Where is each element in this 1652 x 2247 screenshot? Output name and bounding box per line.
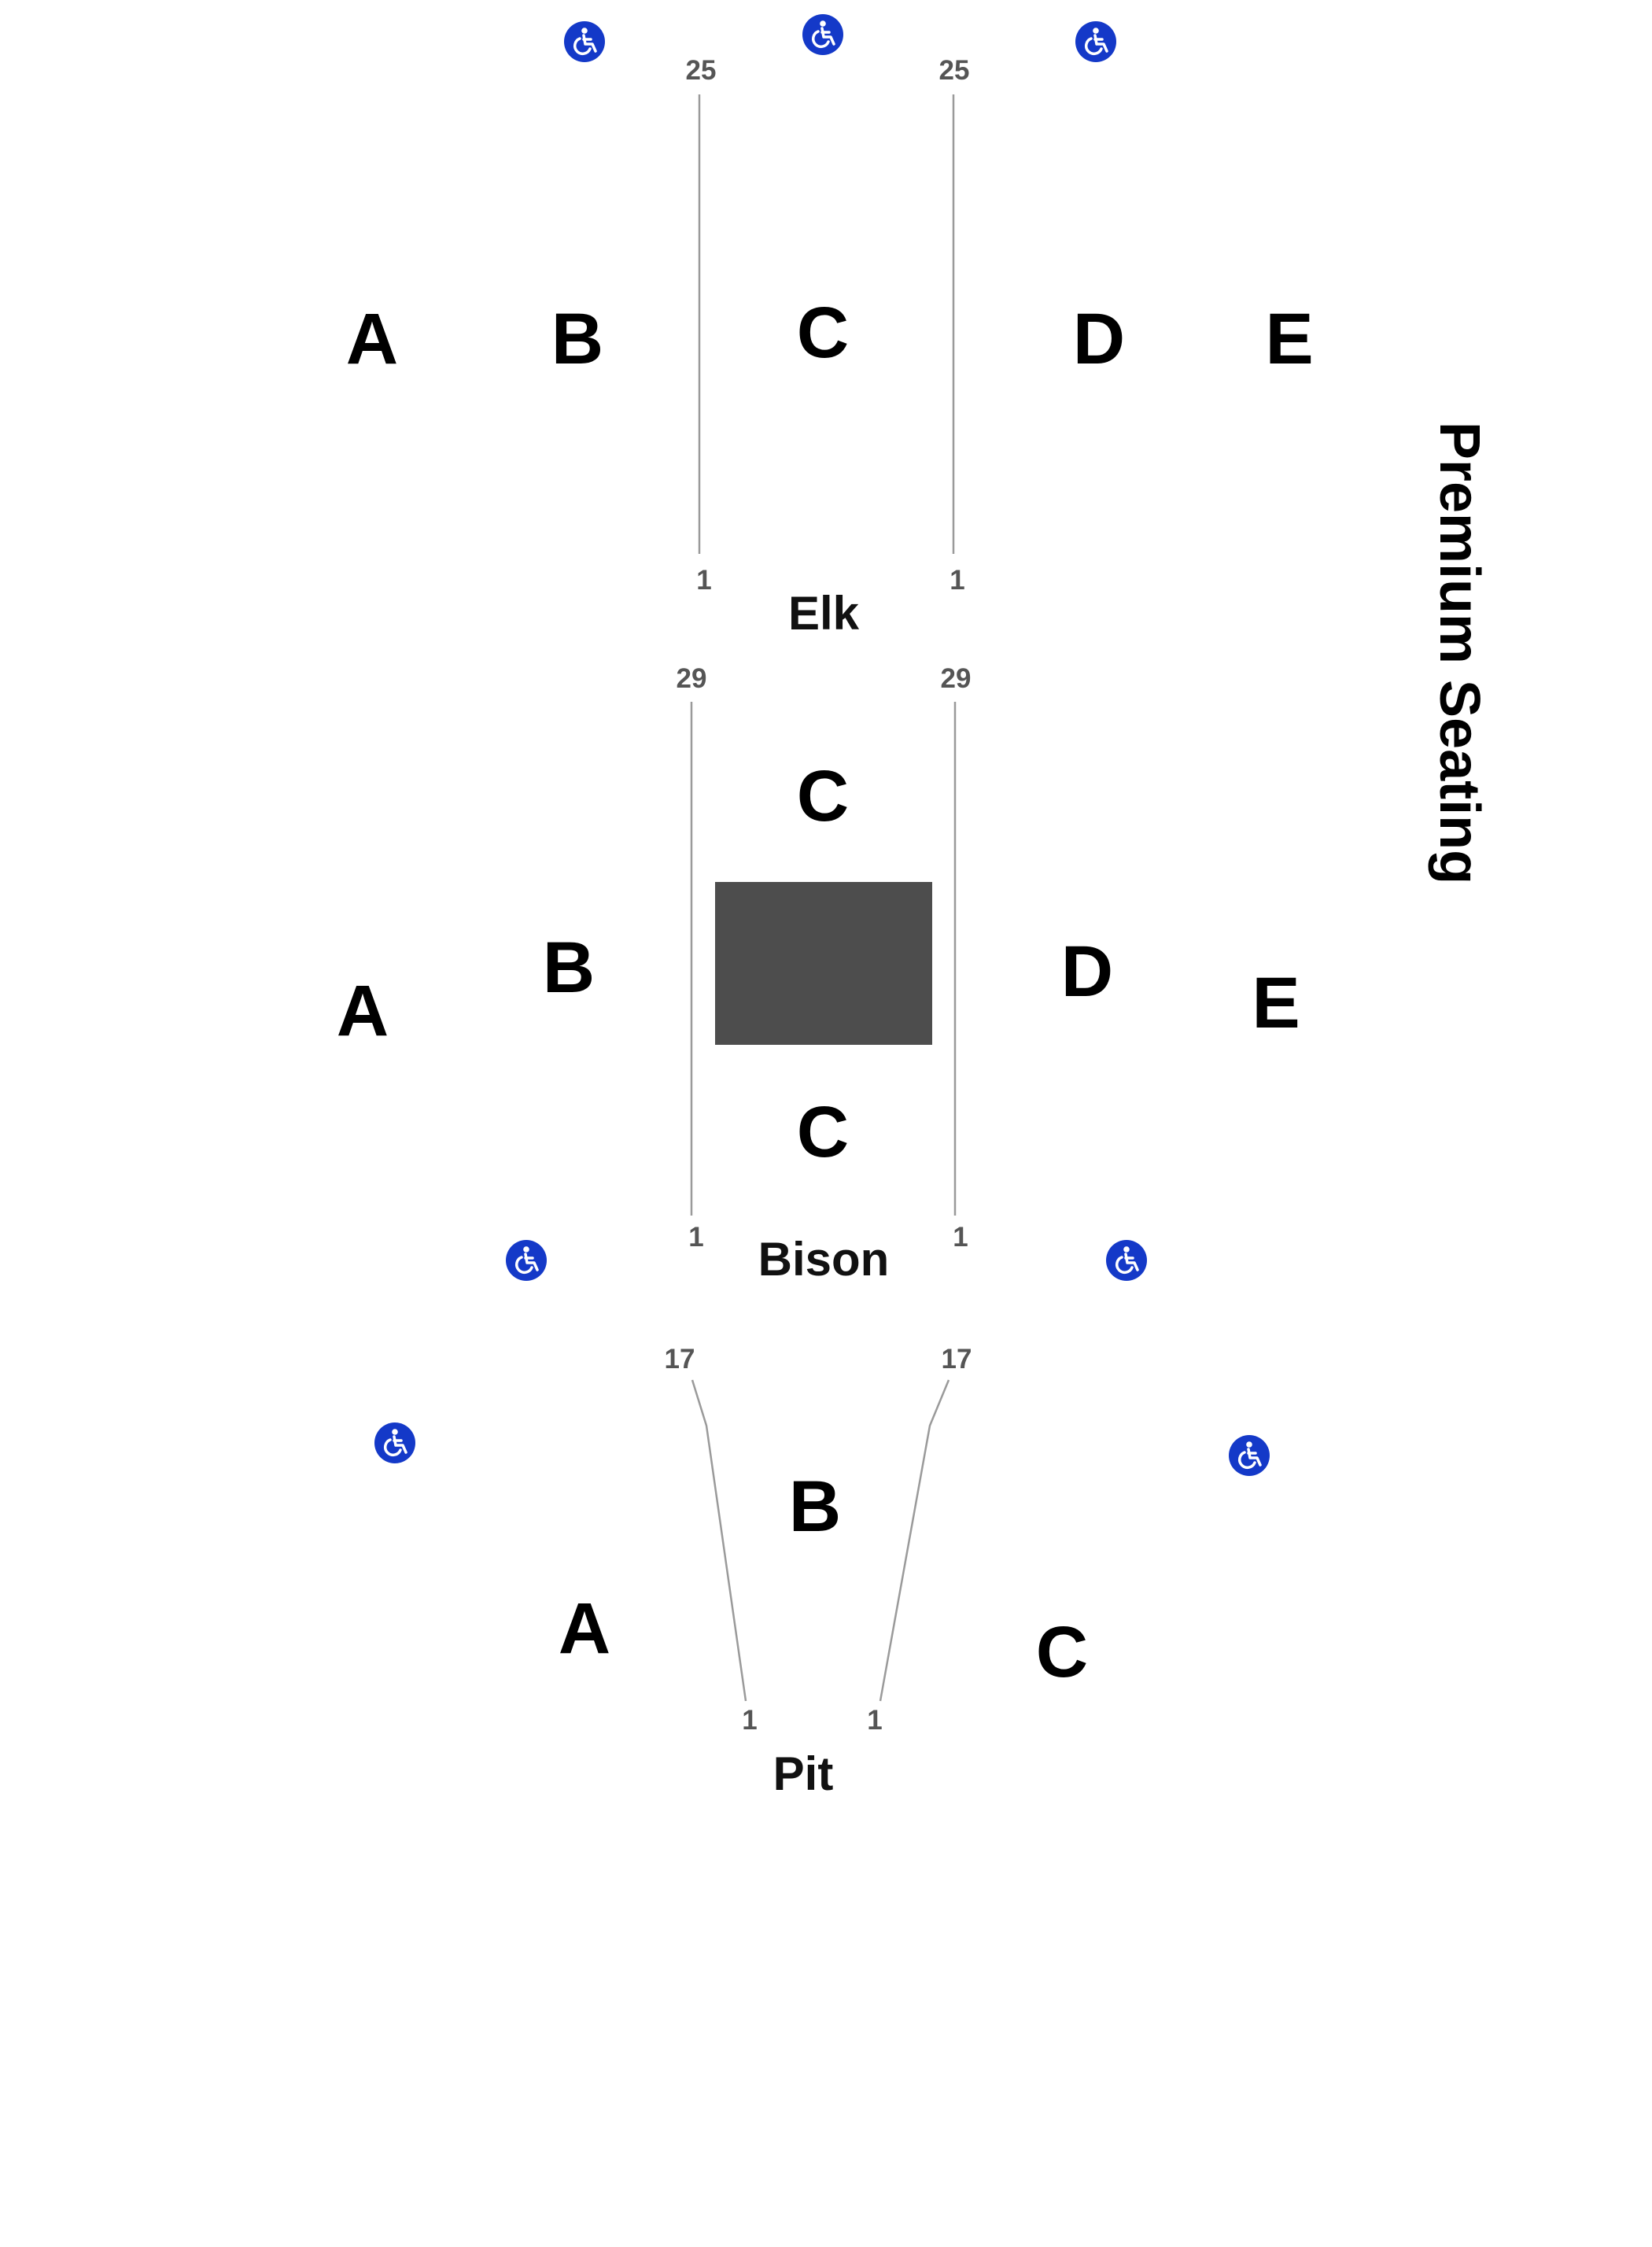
section-bison-a[interactable]: A	[337, 971, 389, 1051]
row-number-elk-left-bottom: 1	[696, 565, 711, 596]
section-bison-e[interactable]: E	[1252, 963, 1300, 1043]
wheelchair-icon[interactable]	[562, 20, 607, 64]
row-number-pit-right-bottom: 1	[867, 1705, 882, 1736]
section-pit-a[interactable]: A	[559, 1588, 610, 1669]
wheelchair-icon[interactable]	[1227, 1433, 1271, 1478]
section-elk-a[interactable]: A	[346, 299, 398, 379]
section-pit-c[interactable]: C	[1036, 1612, 1088, 1692]
stage-block	[715, 882, 932, 1045]
premium-seating-label: Premium Seating	[1428, 422, 1491, 884]
wheelchair-icon[interactable]	[1074, 20, 1118, 64]
level-bison: 29 29 1 1 A B C C D E Bison	[337, 663, 1300, 1286]
row-number-pit-right-top: 17	[942, 1344, 972, 1374]
level-name-pit: Pit	[773, 1747, 834, 1800]
section-elk-d[interactable]: D	[1073, 299, 1125, 379]
aisle-line-pit-right	[879, 1379, 950, 1702]
section-bison-c-lower[interactable]: C	[797, 1092, 849, 1172]
level-name-elk: Elk	[788, 587, 860, 640]
section-bison-d[interactable]: D	[1061, 932, 1113, 1012]
section-elk-c[interactable]: C	[797, 293, 849, 373]
row-number-bison-right-bottom: 1	[953, 1222, 968, 1253]
row-number-elk-right-top: 25	[939, 55, 970, 86]
row-number-elk-left-top: 25	[686, 55, 717, 86]
row-number-pit-left-top: 17	[665, 1344, 695, 1374]
wheelchair-icon[interactable]	[373, 1421, 417, 1465]
section-bison-b[interactable]: B	[543, 928, 595, 1008]
level-pit: 17 17 1 1 A B C Pit	[373, 1344, 1271, 1800]
aisle-line-pit-left	[691, 1379, 747, 1702]
section-elk-e[interactable]: E	[1265, 299, 1313, 379]
level-elk: 25 25 1 1 A B C D E Elk	[346, 13, 1314, 640]
wheelchair-icon[interactable]	[1104, 1238, 1149, 1282]
section-elk-b[interactable]: B	[551, 299, 603, 379]
row-number-bison-left-bottom: 1	[688, 1222, 703, 1253]
row-number-bison-left-top: 29	[677, 663, 707, 694]
row-number-pit-left-bottom: 1	[742, 1705, 757, 1736]
row-number-elk-right-bottom: 1	[950, 565, 964, 596]
section-bison-c-upper[interactable]: C	[797, 756, 849, 836]
section-pit-b[interactable]: B	[789, 1467, 841, 1547]
row-number-bison-right-top: 29	[941, 663, 972, 694]
wheelchair-icon[interactable]	[504, 1238, 548, 1282]
wheelchair-icon[interactable]	[801, 13, 845, 57]
level-name-bison: Bison	[758, 1233, 890, 1286]
